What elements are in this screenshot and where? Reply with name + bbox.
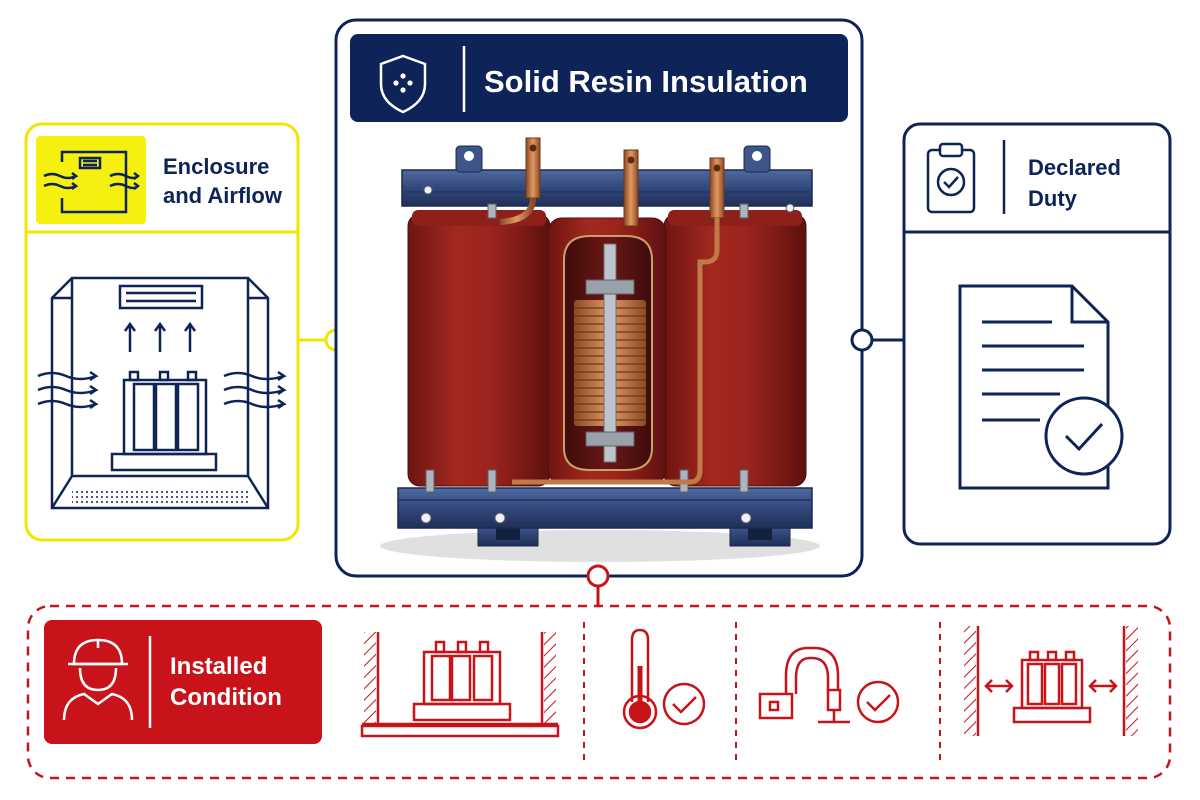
bottom-connector-node: [586, 564, 610, 588]
cable-connection-check-icon: [758, 646, 900, 724]
document-check-icon: [958, 284, 1124, 490]
enclosure-airflow-panel: Enclosure and Airflow: [24, 122, 300, 542]
resin-panel-title: Solid Resin Insulation: [484, 64, 808, 99]
enclosure-title-line1: Enclosure: [163, 154, 269, 179]
resin-insulation-panel: Solid Resin Insulation: [334, 18, 864, 578]
clipboard-check-icon: [926, 142, 976, 214]
shield-dots-icon: [379, 54, 427, 114]
duty-title-line2: Duty: [1028, 186, 1078, 211]
enclosure-illustration: [37, 276, 287, 510]
resin-header-bar: [350, 34, 848, 122]
duty-title-line1: Declared: [1028, 155, 1121, 180]
installed-condition-panel: Installed Condition: [26, 604, 1172, 780]
floor-vent-grille: [72, 490, 248, 504]
transformer-in-enclosure-icon: [360, 632, 560, 738]
installed-title-line1: Installed: [170, 653, 267, 680]
thermometer-check-icon: [622, 628, 706, 730]
declared-duty-panel: Declared Duty: [902, 122, 1172, 546]
installed-title-line2: Condition: [170, 684, 282, 711]
enclosure-airflow-icon: [43, 150, 140, 214]
cast-resin-transformer: [380, 137, 820, 562]
right-connector-node: [850, 328, 874, 352]
installed-header-box: [44, 620, 322, 744]
worker-helmet-icon: [62, 638, 134, 721]
enclosure-title-line2: and Airflow: [163, 183, 283, 208]
enclosure-icon-box: [36, 136, 146, 224]
enclosure-panel-border: [24, 122, 300, 542]
clearance-distance-icon: [964, 626, 1138, 736]
